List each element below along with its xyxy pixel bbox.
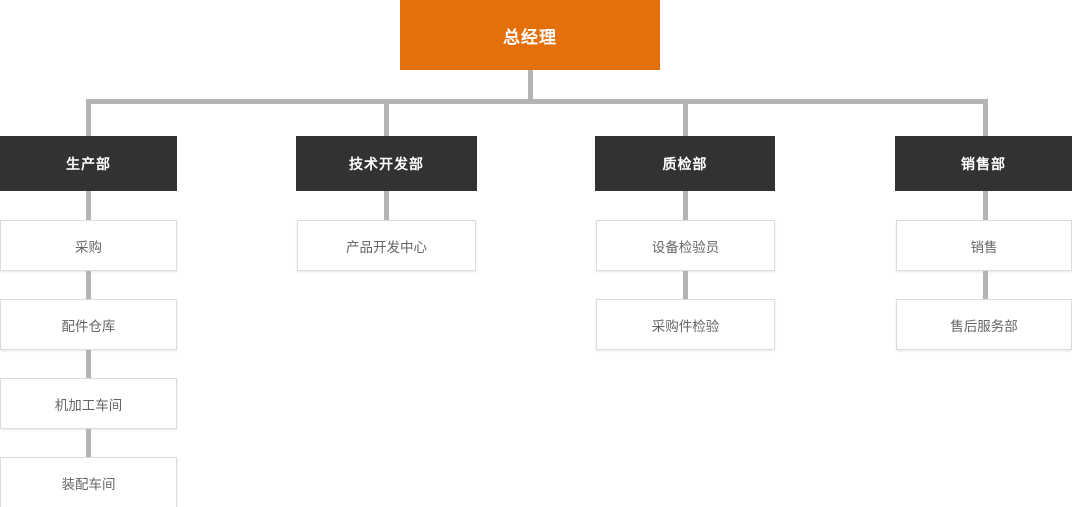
connector-col4-link-2 [983,271,988,299]
node-label: 装配车间 [61,476,116,492]
node-department-quality-inspection[interactable]: 质检部 [595,136,775,191]
node-label: 产品开发中心 [346,239,427,255]
node-sub-after-sales-service[interactable]: 售后服务部 [896,299,1072,350]
connector-drop-dept-4 [983,99,988,136]
node-sub-machining-workshop[interactable]: 机加工车间 [0,378,177,429]
node-label: 配件仓库 [61,318,116,334]
node-label: 总经理 [503,27,557,47]
connector-col1-link-3 [86,350,91,378]
connector-col3-link-2 [683,271,688,299]
node-sub-parts-warehouse[interactable]: 配件仓库 [0,299,177,350]
node-department-production[interactable]: 生产部 [0,136,177,191]
connector-col3-link-1 [683,191,688,220]
connector-drop-dept-1 [86,99,91,136]
node-sub-purchased-parts-inspection[interactable]: 采购件检验 [596,299,775,350]
connector-drop-dept-3 [683,99,688,136]
node-label: 采购件检验 [651,318,720,334]
node-sub-sales[interactable]: 销售 [896,220,1072,271]
node-general-manager[interactable]: 总经理 [400,0,660,70]
node-department-sales[interactable]: 销售部 [895,136,1072,191]
node-label: 质检部 [662,155,708,172]
node-label: 销售 [970,239,998,255]
node-label: 销售部 [961,155,1006,172]
connector-col4-link-1 [983,191,988,220]
node-label: 生产部 [66,155,111,172]
node-sub-purchasing[interactable]: 采购 [0,220,177,271]
node-label: 机加工车间 [54,397,123,413]
node-label: 售后服务部 [950,318,1018,334]
node-label: 采购 [75,239,102,255]
connector-col1-link-4 [86,429,91,457]
node-sub-assembly-workshop[interactable]: 装配车间 [0,457,177,507]
node-label: 设备检验员 [651,239,720,255]
connector-bus-horizontal [86,99,988,104]
node-sub-equipment-inspector[interactable]: 设备检验员 [596,220,775,271]
connector-col2-link-1 [384,191,389,220]
node-label: 技术开发部 [349,155,424,172]
connector-col1-link-2 [86,271,91,299]
connector-drop-dept-2 [384,99,389,136]
connector-root-stem [528,70,533,102]
node-sub-product-development-center[interactable]: 产品开发中心 [297,220,476,271]
connector-col1-link-1 [86,191,91,220]
node-department-technical-development[interactable]: 技术开发部 [296,136,477,191]
